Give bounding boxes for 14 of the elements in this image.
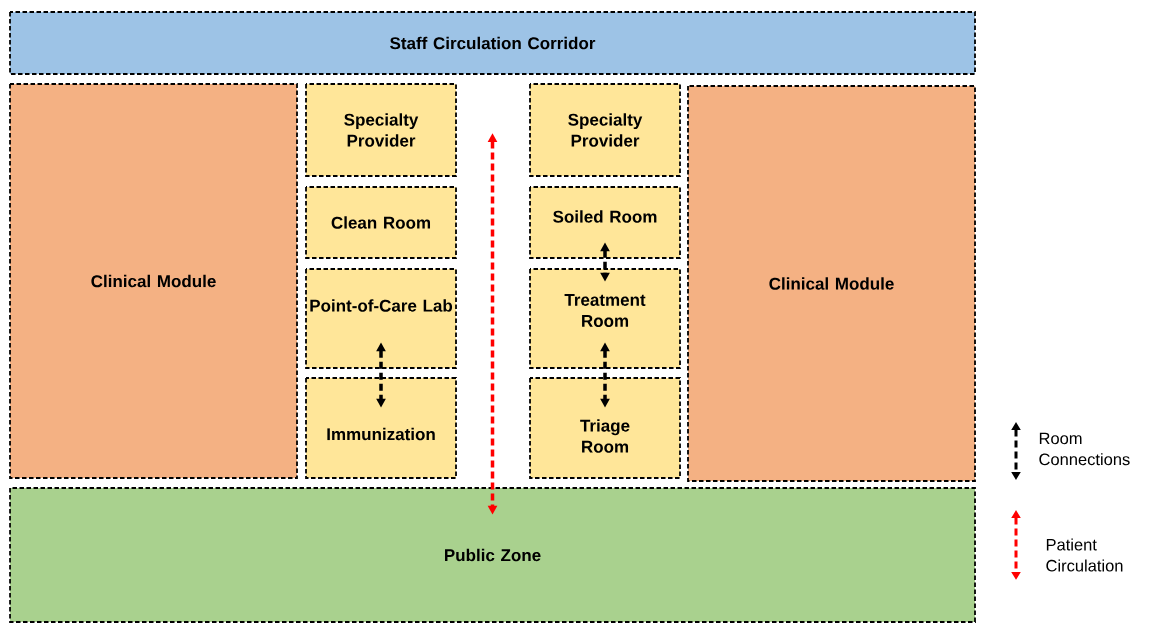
room-box: Treatment Room [529,268,681,369]
legend-label: Room Connections [1039,432,1130,466]
legend-label: Patient Circulation [1046,538,1123,572]
room-box: Clean Room [305,186,457,259]
corridor-band: Staff Circulation Corridor [9,11,976,75]
module-box: Clinical Module [687,85,976,482]
module-box: Clinical Module [9,83,298,479]
room-box: Soiled Room [529,186,681,259]
room-box: Specialty Provider [305,83,457,177]
room-box: Point-of-Care Lab [305,268,457,369]
room-box: Immunization [305,377,457,479]
zone-band: Public Zone [9,487,976,623]
room-box: Specialty Provider [529,83,681,177]
room-box: Triage Room [529,377,681,479]
